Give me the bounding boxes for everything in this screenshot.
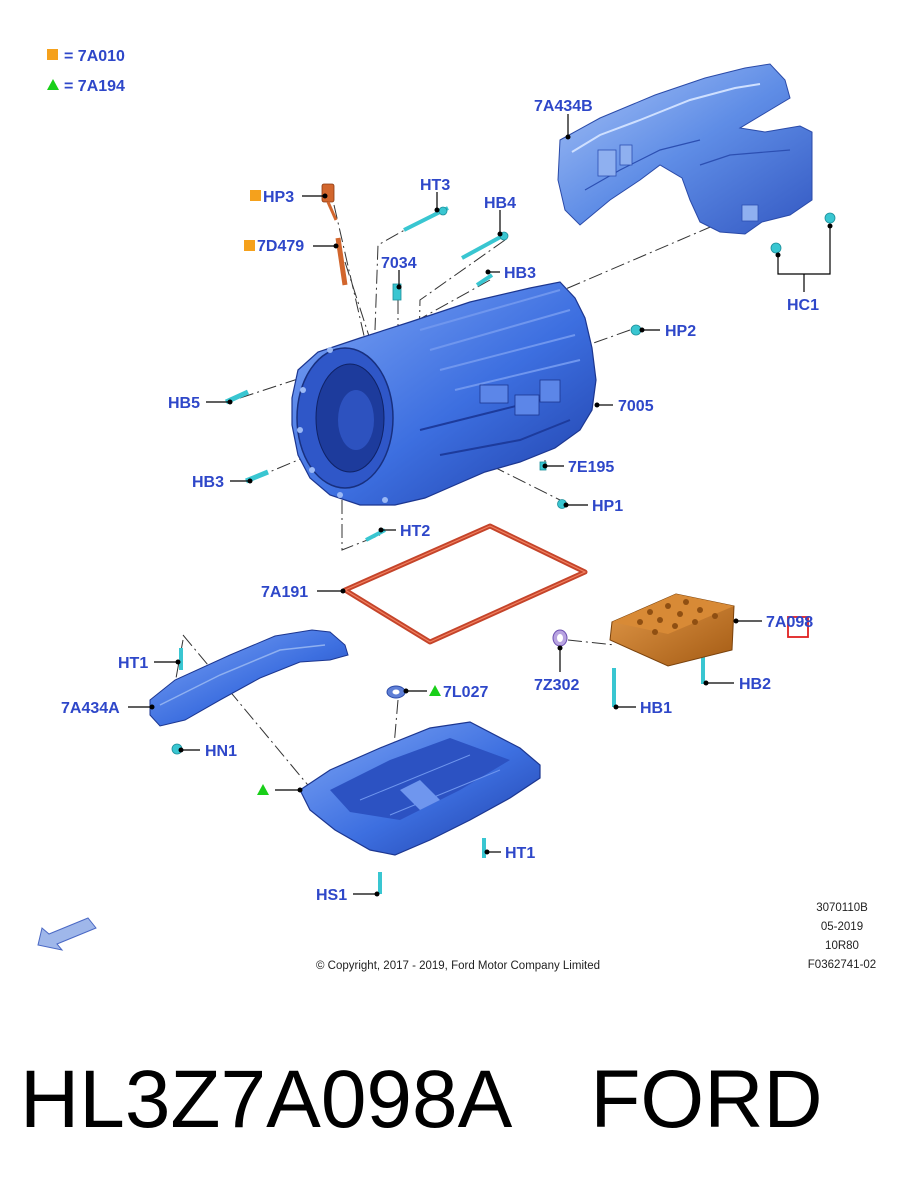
part-number-caption: HL3Z7A098A FORD — [20, 1040, 900, 1160]
info-line-3: 10R80 — [825, 940, 859, 952]
callout-hs1: HS1 — [316, 887, 347, 904]
marker-triangle-7l027-icon — [429, 685, 441, 696]
valve-body-part — [609, 593, 735, 667]
brand-name: FORD — [590, 1054, 823, 1145]
info-block: 3070110B 05-2019 10R80 F0362741-02 — [808, 902, 876, 971]
marker-triangle-pan-icon — [257, 784, 269, 795]
callout-hp1: HP1 — [592, 498, 623, 515]
legend-entry-7a010: = 7A010 — [64, 48, 125, 65]
callout-labels: 7A434B HP3 HT3 HB4 7D479 7034 HB3 HC1 HP… — [61, 98, 819, 904]
callout-ht3: HT3 — [420, 177, 450, 194]
copyright-text: © Copyright, 2017 - 2019, Ford Motor Com… — [316, 960, 600, 972]
callout-7a098: 7A098 — [766, 614, 813, 631]
fasteners — [171, 206, 836, 894]
info-line-2: 05-2019 — [821, 921, 863, 933]
callout-hb2: HB2 — [739, 676, 771, 693]
marker-square-7d479-icon — [244, 240, 255, 251]
callout-hp3: HP3 — [263, 189, 294, 206]
legend-entry-7a194: = 7A194 — [64, 78, 125, 95]
callout-7005: 7005 — [618, 398, 654, 415]
callout-hb4: HB4 — [484, 195, 516, 212]
drain-plug — [386, 685, 406, 699]
callout-hb5: HB5 — [168, 395, 200, 412]
part-number: HL3Z7A098A — [20, 1054, 513, 1145]
callout-ht1-left: HT1 — [118, 655, 148, 672]
callout-hb1: HB1 — [640, 700, 672, 717]
transmission-case — [291, 281, 597, 506]
heat-shield-lower — [149, 629, 349, 727]
callout-7d479: 7D479 — [257, 238, 304, 255]
callout-7a434b: 7A434B — [534, 98, 593, 115]
direction-arrow-icon — [37, 917, 97, 951]
legend: = 7A010 = 7A194 — [47, 48, 125, 95]
exploded-parts-diagram: = 7A010 = 7A194 — [37, 48, 876, 972]
callout-7034: 7034 — [381, 255, 417, 272]
heat-shield-upper — [557, 63, 813, 235]
callout-hp2: HP2 — [665, 323, 696, 340]
callout-7e195: 7E195 — [568, 459, 614, 476]
marker-square-hp3-icon — [250, 190, 261, 201]
leader-lines — [128, 114, 833, 897]
callout-hn1: HN1 — [205, 743, 237, 760]
callout-7z302: 7Z302 — [534, 677, 579, 694]
oil-pan-gasket — [342, 523, 588, 645]
callout-7a191: 7A191 — [261, 584, 308, 601]
callout-7l027: 7L027 — [443, 684, 488, 701]
info-line-4: F0362741-02 — [808, 959, 876, 971]
dipstick-parts — [321, 183, 348, 286]
legend-square-icon — [47, 49, 58, 60]
highlight-box — [787, 616, 809, 638]
oil-pan — [299, 721, 541, 856]
info-line-1: 3070110B — [816, 902, 868, 914]
seal-ring — [552, 629, 568, 647]
callout-hb3-top: HB3 — [504, 265, 536, 282]
callout-7a434a: 7A434A — [61, 700, 120, 717]
callout-ht1-bottom: HT1 — [505, 845, 535, 862]
legend-triangle-icon — [47, 79, 59, 90]
callout-ht2: HT2 — [400, 523, 430, 540]
callout-hc1: HC1 — [787, 297, 819, 314]
callout-hb3-bottom: HB3 — [192, 474, 224, 491]
